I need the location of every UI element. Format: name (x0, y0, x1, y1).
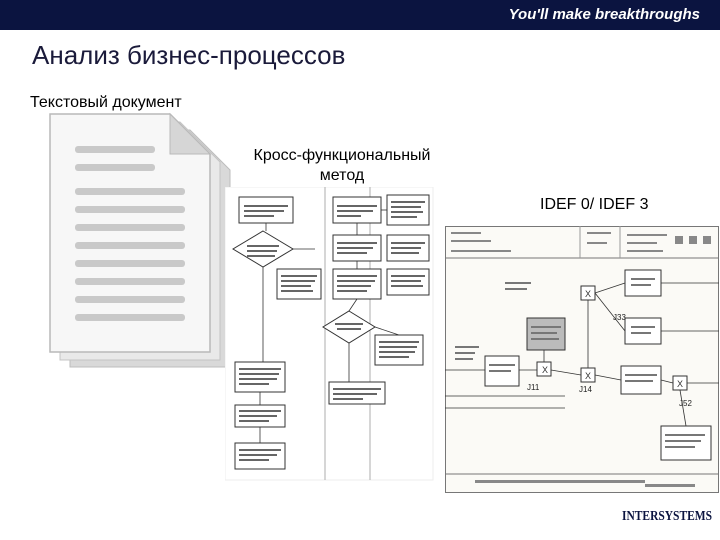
cross-functional-diagram (225, 187, 434, 481)
idef-node-label: J33 (613, 313, 626, 322)
idef-node-label: J52 (679, 399, 692, 408)
idef-diagram: X X X X J11 J14 J33 J52 (445, 226, 719, 493)
document-icon (49, 112, 231, 368)
intersystems-logo: InterSystems (622, 509, 712, 524)
svg-text:X: X (542, 365, 548, 375)
idef-node-label: J14 (579, 385, 592, 394)
tagline: You'll make breakthroughs (508, 6, 700, 23)
svg-text:X: X (585, 289, 591, 299)
svg-text:InterSystems: InterSystems (622, 509, 712, 524)
cross-functional-label: Кросс-функциональный метод (253, 147, 431, 184)
svg-text:X: X (585, 371, 591, 381)
svg-text:X: X (677, 379, 683, 389)
text-document-label: Текстовый документ (30, 94, 182, 111)
page-title: Анализ бизнес-процессов (32, 40, 346, 70)
idef-node-label: J11 (527, 383, 540, 392)
idef-label: IDEF 0/ IDEF 3 (540, 196, 649, 213)
header-bar: You'll make breakthroughs (0, 0, 720, 30)
